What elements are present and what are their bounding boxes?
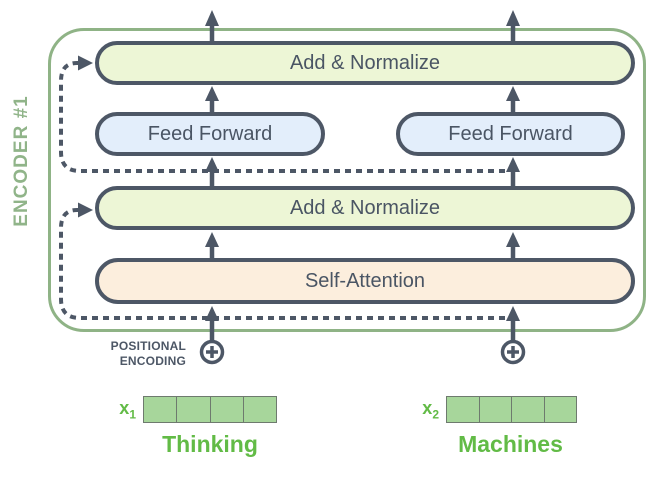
- encoder-outline: [48, 28, 646, 332]
- self-attention-label: Self-Attention: [304, 269, 426, 292]
- add-normalize-mid-label: Add & Normalize: [289, 196, 441, 219]
- vector-label-x2: x2: [422, 398, 439, 422]
- positional-encoding-line1: POSITIONAL: [110, 339, 186, 353]
- self-attention-box: Self-Attention: [95, 258, 635, 304]
- plus-circle-icon: [199, 339, 225, 365]
- vector-cell: [480, 397, 512, 422]
- vector-cell: [447, 397, 480, 422]
- vector-cell: [177, 397, 211, 422]
- feed-forward-left-box: Feed Forward: [95, 112, 325, 156]
- encoder-label: ENCODER #1: [11, 95, 32, 227]
- embedding-vector-x1: [143, 396, 277, 423]
- feed-forward-right-label: Feed Forward: [448, 122, 573, 145]
- vector-cell: [244, 397, 276, 422]
- vector-cell: [211, 397, 244, 422]
- add-normalize-top-box: Add & Normalize: [95, 41, 635, 85]
- add-normalize-top-label: Add & Normalize: [289, 51, 441, 74]
- token-word-1: Thinking: [162, 431, 258, 457]
- positional-encoding-label: POSITIONAL ENCODING: [86, 339, 186, 370]
- vector-cell: [144, 397, 178, 422]
- add-normalize-mid-box: Add & Normalize: [95, 186, 635, 230]
- token-word-2: Machines: [458, 431, 563, 457]
- positional-encoding-line2: ENCODING: [119, 354, 186, 369]
- vector-cell: [545, 397, 577, 422]
- vector-label-x1: x1: [119, 398, 136, 422]
- plus-circle-icon: [500, 339, 526, 365]
- feed-forward-left-label: Feed Forward: [147, 122, 273, 145]
- feed-forward-right-box: Feed Forward: [396, 112, 625, 156]
- embedding-vector-x2: [446, 396, 577, 423]
- vector-cell: [512, 397, 545, 422]
